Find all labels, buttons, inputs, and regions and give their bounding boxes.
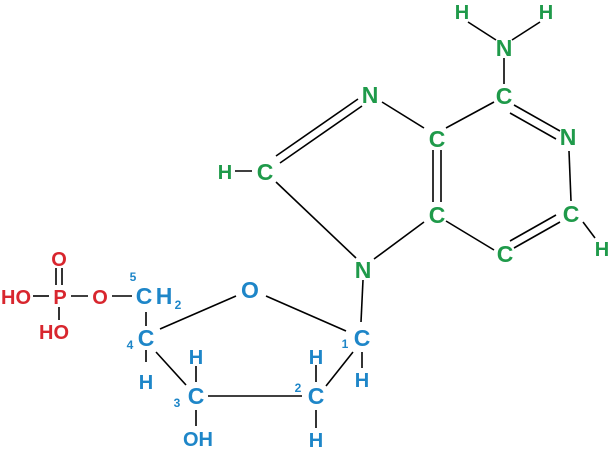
atom-n1: N	[560, 124, 577, 150]
ring-oxygen: O	[241, 277, 259, 303]
amine-h-left: H	[455, 2, 469, 24]
bond-n1-c2	[568, 150, 572, 202]
sugar-c4: C	[138, 325, 155, 351]
bond-n3-c5	[445, 220, 495, 251]
sugar-c2: C	[308, 383, 325, 409]
sugar-c1-number: 1	[342, 337, 349, 351]
deoxyribose-sugar: O C 1 H C 2 H H C 3 H OH C 4 H C 5 H 2	[127, 270, 371, 450]
phosphate-group: O P O HO HO	[1, 249, 108, 344]
bonds	[33, 21, 596, 428]
bond-n7-c8-a	[275, 98, 359, 157]
bond-c4-o	[159, 295, 237, 330]
sugar-h5-subscript: 2	[175, 298, 182, 312]
atom-c4: C	[429, 126, 446, 152]
bond-c2-h2	[582, 221, 596, 239]
bond-c6-n1-a	[513, 104, 561, 132]
phosphate-o-double: O	[51, 249, 67, 271]
sugar-c4-number: 4	[127, 338, 134, 352]
bond-c6-n1-b	[509, 112, 557, 140]
amine-h-right: H	[539, 2, 553, 24]
bond-c2-n3-a	[513, 221, 561, 249]
atom-c5: C	[429, 202, 446, 228]
bond-c8-n9	[275, 181, 357, 259]
bond-c2-n3-b	[509, 214, 557, 242]
sugar-c3-number: 3	[174, 396, 181, 410]
phosphate-o-link: O	[92, 287, 108, 309]
atom-c2: C	[563, 201, 580, 227]
bond-o-c1	[265, 295, 347, 332]
adenine-base: H H N C N C H C C C N C H N	[218, 2, 609, 283]
sugar-c5-number: 5	[130, 270, 137, 284]
atom-n3: C	[497, 241, 514, 267]
sugar-c2-number: 2	[295, 381, 302, 395]
bond-c3-c4	[155, 351, 187, 386]
atom-h2: H	[595, 239, 609, 261]
sugar-c3: C	[188, 383, 205, 409]
atom-c6: C	[496, 83, 513, 109]
atom-c8: C	[257, 159, 274, 185]
atom-n9: N	[355, 257, 372, 283]
amine-n: N	[496, 35, 513, 61]
bond-n7-c8-b	[279, 105, 363, 164]
sugar-h4: H	[139, 372, 153, 394]
bond-c4-c6	[445, 101, 495, 129]
bond-n7-c4	[381, 101, 425, 129]
bond-h-n-left	[467, 21, 497, 41]
sugar-c1: C	[354, 325, 371, 351]
sugar-h3: H	[189, 347, 203, 369]
bond-n9-c1	[360, 279, 364, 323]
atom-n7: N	[362, 82, 379, 108]
sugar-oh3: OH	[183, 429, 213, 450]
phosphate-p: P	[53, 287, 66, 309]
bond-c1-c2	[325, 351, 354, 387]
sugar-h2-bottom: H	[309, 430, 323, 450]
bond-h-n-right	[511, 21, 541, 41]
sugar-c5: C	[136, 283, 153, 309]
sugar-h5: H	[156, 283, 173, 309]
sugar-h1: H	[355, 370, 369, 392]
sugar-h2-top: H	[309, 347, 323, 369]
phosphate-ho-left: HO	[1, 287, 31, 309]
phosphate-ho-bottom: HO	[39, 322, 69, 344]
atom-h8: H	[218, 162, 232, 184]
bond-c5-n9	[373, 221, 425, 260]
